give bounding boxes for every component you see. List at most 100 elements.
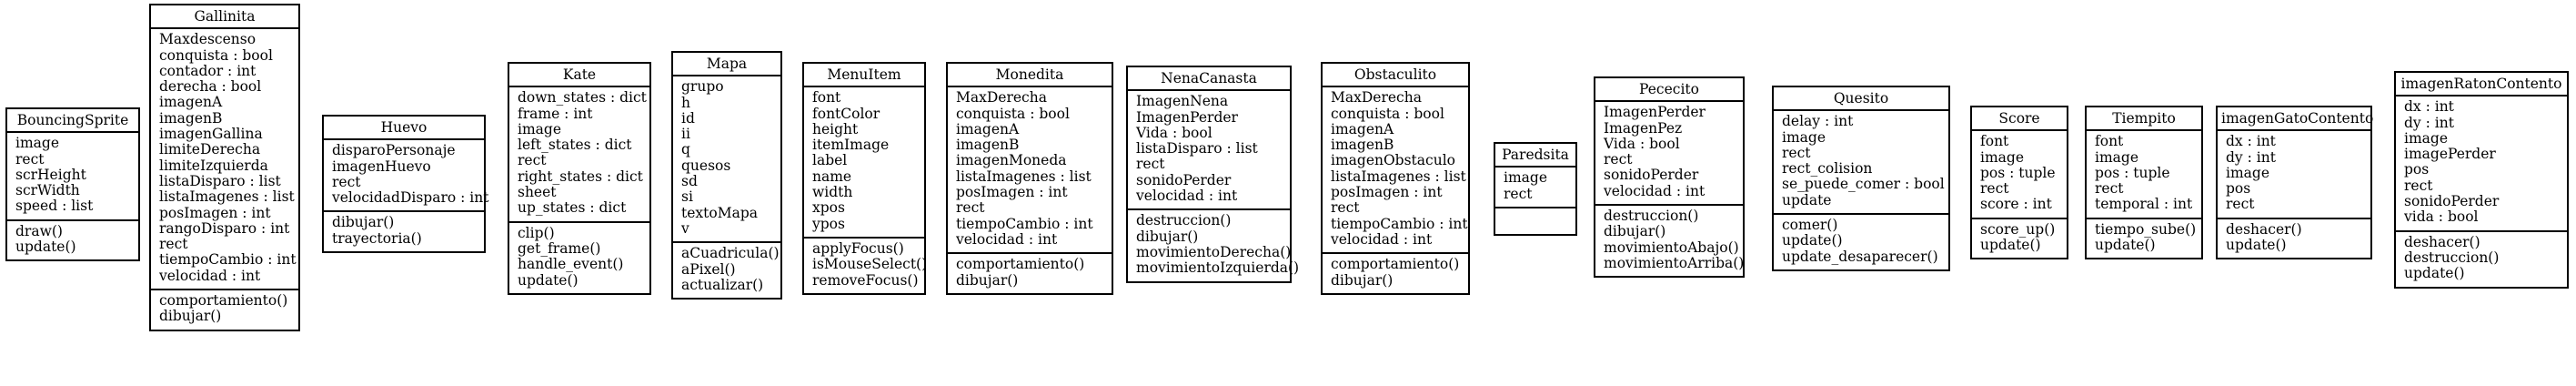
attribute: contador : int: [159, 62, 257, 79]
method: dibujar(): [1136, 228, 1199, 245]
attribute: scrHeight: [15, 166, 86, 183]
class-methods: comportamiento() dibujar(): [1323, 254, 1468, 293]
method: removeFocus(): [812, 271, 919, 289]
class-name: Tiempito: [2087, 107, 2201, 132]
attribute: pos : tuple: [1980, 164, 2056, 181]
method: destruccion(): [2404, 249, 2500, 266]
attribute: velocidad : int: [159, 267, 261, 284]
attribute: q: [681, 141, 690, 158]
attribute: ImagenNena: [1136, 93, 1229, 110]
attribute: sd: [681, 173, 698, 190]
class-methods: destruccion() dibujar() movimientoAbajo(…: [1595, 206, 1745, 276]
attribute: rect_colision: [1782, 160, 1873, 178]
method: deshacer(): [2226, 220, 2302, 238]
class-attributes: font image pos : tuple rect temporal : i…: [2087, 131, 2201, 219]
attribute: itemImage: [812, 137, 890, 154]
method: destruccion(): [1604, 208, 1699, 225]
attribute: velocidad : int: [1136, 188, 1238, 205]
attribute: pos: [2404, 161, 2430, 178]
class-attributes: grupo h id ii q quesos sd si textoMapa v: [673, 76, 780, 244]
attribute: rect: [518, 152, 547, 169]
attribute: label: [812, 152, 848, 169]
class-name: MenuItem: [804, 64, 924, 88]
attribute: conquista : bool: [159, 46, 273, 64]
class-obstaculito: Obstaculito MaxDerecha conquista : bool …: [1321, 62, 1470, 295]
method: get_frame(): [518, 239, 601, 257]
attribute: ii: [681, 126, 690, 143]
class-methods: draw() update(): [7, 221, 138, 260]
attribute: listaImagenes : list: [956, 168, 1092, 185]
method: score_up(): [1980, 220, 2056, 238]
attribute: sonidoPerder: [2404, 193, 2500, 210]
attribute: image: [2404, 129, 2448, 147]
attribute: image: [15, 135, 59, 152]
attribute: imagenGallina: [159, 126, 263, 143]
attribute: dy : int: [2404, 114, 2454, 131]
attribute: velocidad : int: [1604, 182, 1706, 199]
method: comer(): [1782, 217, 1838, 234]
class-attributes: dx : int dy : int image imagePerder pos …: [2396, 96, 2567, 232]
class-bouncingsprite: BouncingSprite image rect scrHeight scrW…: [5, 107, 140, 262]
attribute: imagenObstaculo: [1331, 152, 1455, 169]
method: draw(): [15, 222, 63, 239]
attribute: image: [2095, 148, 2138, 166]
attribute: listaDisparo : list: [159, 172, 281, 189]
method: update(): [1980, 237, 2041, 254]
class-quesito: Quesito delay : int image rect rect_coli…: [1772, 86, 1950, 271]
attribute: Maxdescenso: [159, 31, 257, 48]
method: update(): [1782, 232, 1843, 249]
attribute: rect: [1782, 144, 1811, 161]
attribute: rect: [1604, 151, 1633, 168]
attribute: posImagen : int: [956, 184, 1068, 201]
attribute: grupo: [681, 78, 724, 96]
method: trayectoria(): [332, 229, 422, 247]
class-methods: deshacer() destruccion() update(): [2396, 232, 2567, 287]
class-attributes: ImagenNena ImagenPerder Vida : bool list…: [1128, 91, 1290, 211]
attribute: imagenB: [1331, 137, 1394, 154]
class-name: Pececito: [1595, 78, 1743, 103]
attribute: imagenA: [1331, 120, 1394, 137]
class-name: NenaCanasta: [1128, 67, 1290, 92]
attribute: sonidoPerder: [1604, 167, 1699, 184]
attribute: rect: [1331, 199, 1360, 217]
attribute: right_states : dict: [518, 168, 643, 185]
attribute: pos: [2226, 180, 2251, 198]
attribute: imagenMoneda: [956, 152, 1067, 169]
attribute: down_states : dict: [518, 89, 647, 107]
attribute: rect: [159, 236, 188, 253]
method: applyFocus(): [812, 239, 904, 257]
attribute: tiempoCambio : int: [1331, 215, 1468, 232]
attribute: fontColor: [812, 105, 880, 122]
class-methods: destruccion() dibujar() movimientoDerech…: [1128, 210, 1299, 280]
method: movimientoAbajo(): [1604, 239, 1739, 256]
class-attributes: disparoPersonaje imagenHuevo rect veloci…: [324, 140, 489, 213]
class-methods: dibujar() trayectoria(): [324, 212, 484, 251]
attribute: height: [812, 120, 859, 137]
attribute: speed : list: [15, 198, 94, 215]
class-attributes: ImagenPerder ImagenPez Vida : bool rect …: [1595, 102, 1743, 207]
method: actualizar(): [681, 276, 764, 293]
class-methods: score_up() update(): [1972, 219, 2067, 259]
attribute: left_states : dict: [518, 137, 632, 154]
attribute: velocidadDisparo : int: [332, 189, 489, 207]
attribute: dx : int: [2404, 98, 2454, 116]
attribute: vida : bool: [2404, 208, 2479, 226]
method: dibujar(): [159, 308, 222, 325]
attribute: limiteDerecha: [159, 141, 261, 158]
attribute: si: [681, 188, 693, 206]
attribute: conquista : bool: [956, 105, 1070, 122]
attribute: posImagen : int: [159, 204, 271, 221]
class-methods: comer() update() update_desaparecer(): [1774, 215, 1948, 269]
attribute: disparoPersonaje: [332, 142, 456, 159]
attribute: velocidad : int: [1331, 230, 1433, 248]
attribute: delay : int: [1782, 113, 1854, 130]
attribute: tiempoCambio : int: [956, 215, 1093, 232]
method: aCuadricula(): [681, 245, 780, 262]
attribute: rect: [956, 199, 985, 217]
attribute: rect: [2095, 180, 2124, 198]
class-attributes: image rect scrHeight scrWidth speed : li…: [7, 133, 138, 221]
attribute: xpos: [812, 199, 845, 217]
class-imagenratoncontento: imagenRatonContento dx : int dy : int im…: [2394, 71, 2569, 289]
method: movimientoArriba(): [1604, 254, 1745, 271]
